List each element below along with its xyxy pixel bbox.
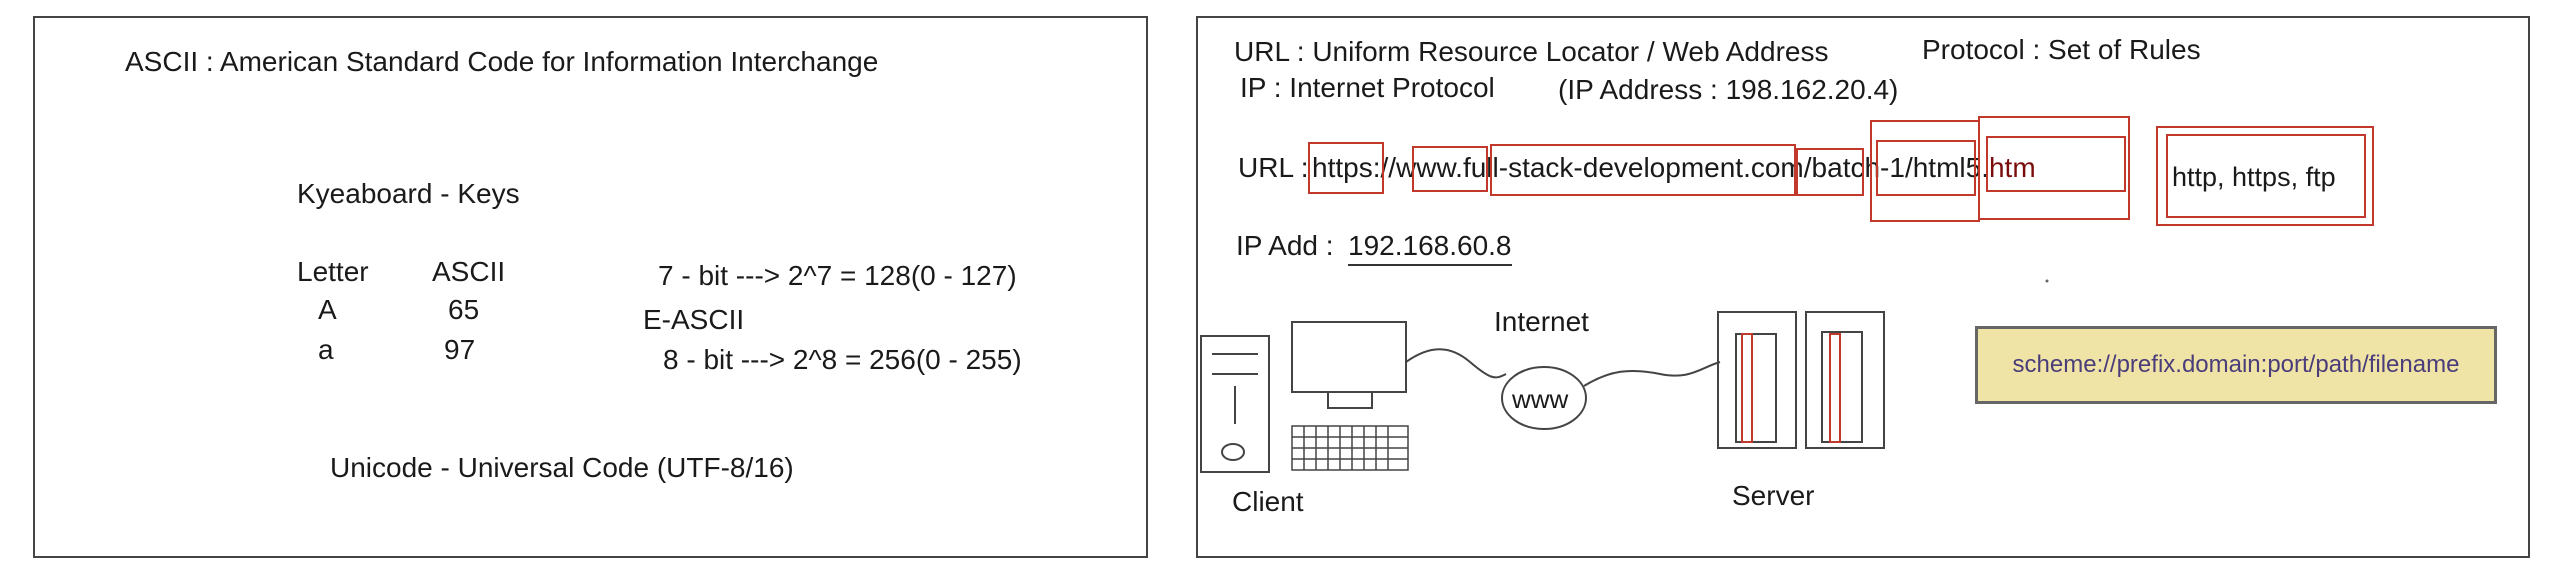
stray-dot <box>2045 279 2049 283</box>
protocol-definition: Protocol : Set of Rules <box>1922 34 2201 65</box>
url-part-www: www. <box>1396 152 1463 183</box>
eascii-text: E-ASCII <box>643 304 745 335</box>
highlight-box-protocols-inner <box>2166 134 2366 218</box>
url-part-html5: html5. <box>1912 152 1989 183</box>
url-part-separator: :// <box>1372 152 1397 183</box>
internet-to-server-line <box>1583 361 1721 387</box>
server-label: Server <box>1732 480 1815 511</box>
eight-bit-text: 8 - bit ---> 2^8 = 256(0 - 255) <box>663 344 1022 375</box>
highlight-box-html-outer <box>1978 116 2130 220</box>
ip-address-example: (IP Address : 198.162.20.4) <box>1558 74 1899 105</box>
highlight-box-www <box>1412 146 1488 192</box>
url-part-htm: htm <box>1988 152 2036 183</box>
ascii-code-65: 65 <box>448 294 480 325</box>
highlight-box-domain <box>1490 144 1796 196</box>
left-panel <box>33 16 1148 558</box>
server-2-highlight <box>1829 333 1841 443</box>
client-monitor <box>1291 321 1407 409</box>
ascii-column-header: ASCII <box>432 256 506 287</box>
highlight-box-html-inner <box>1986 136 2126 192</box>
url-part-domain: full-stack-development <box>1462 152 1744 183</box>
server-1 <box>1717 311 1797 449</box>
www-label: www <box>1512 384 1569 414</box>
letter-upper-a: A <box>318 294 337 325</box>
url-part-com: .com/ <box>1743 152 1812 183</box>
url-part-https: https <box>1312 152 1373 183</box>
ascii-code-97: 97 <box>444 334 476 365</box>
letter-column-header: Letter <box>297 256 369 287</box>
ascii-title: ASCII : American Standard Code for Infor… <box>125 46 879 77</box>
www-cloud <box>1501 366 1587 430</box>
ip-add-label: IP Add : <box>1236 230 1334 261</box>
ip-add-value: 192.168.60.8 <box>1348 232 1512 266</box>
right-panel <box>1196 16 2530 558</box>
letter-lower-a: a <box>318 334 334 365</box>
protocol-list: http, https, ftp <box>2172 162 2336 192</box>
client-to-internet-line <box>1405 348 1507 379</box>
url-scheme-box: scheme://prefix.domain:port/path/filenam… <box>1975 326 2497 404</box>
seven-bit-text: 7 - bit ---> 2^7 = 128(0 - 127) <box>658 260 1017 291</box>
unicode-text: Unicode - Universal Code (UTF-8/16) <box>330 452 794 483</box>
keyboard-keys-text: Kyeaboard - Keys <box>297 178 520 209</box>
client-keyboard <box>1291 425 1409 471</box>
highlight-box-batch-inner <box>1876 140 1976 196</box>
server-1-highlight <box>1741 333 1753 443</box>
server-2 <box>1805 311 1885 449</box>
highlight-box-protocols-outer <box>2156 126 2374 226</box>
highlight-box-com <box>1796 148 1864 196</box>
ip-definition: IP : Internet Protocol <box>1240 72 1495 103</box>
client-tower <box>1200 335 1270 473</box>
highlight-box-https <box>1308 142 1384 194</box>
client-label: Client <box>1232 486 1304 517</box>
url-definition: URL : Uniform Resource Locator / Web Add… <box>1234 36 1829 67</box>
url-label: URL : <box>1238 152 1309 183</box>
internet-label: Internet <box>1494 306 1589 337</box>
